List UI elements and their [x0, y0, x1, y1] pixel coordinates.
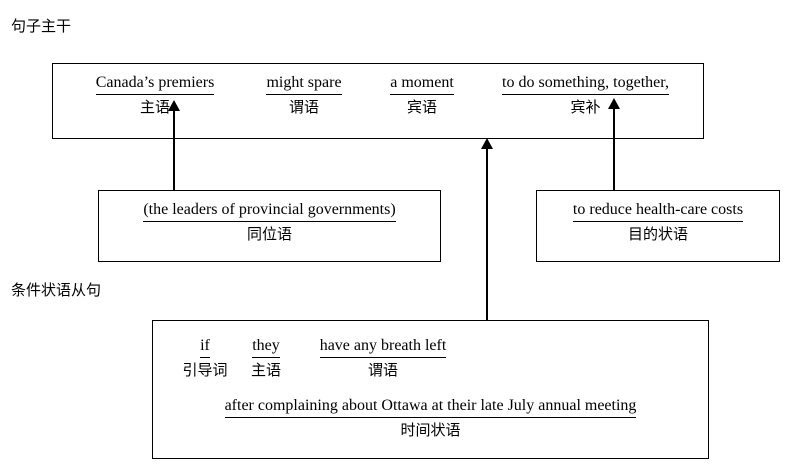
chunk-subject-chinese: 主语: [139, 98, 170, 116]
chunk-purpose-adverbial-english: to reduce health-care costs: [572, 200, 744, 222]
chunk-appositive-english: (the leaders of provincial governments): [143, 200, 396, 222]
chunk-appositive-chinese: 同位语: [246, 225, 292, 243]
chunk-clause-predicate: have any breath left 谓语: [300, 336, 466, 381]
chunk-time-adverbial-english: after complaining about Ottawa at their …: [224, 396, 637, 418]
chunk-clause-predicate-english: have any breath left: [319, 336, 447, 358]
chunk-clause-subject: they 主语: [236, 336, 296, 381]
chunk-predicate: might spare 谓语: [244, 73, 364, 118]
chunk-predicate-english: might spare: [266, 73, 342, 95]
chunk-purpose-adverbial-chinese: 目的状语: [627, 225, 688, 243]
chunk-predicate-chinese: 谓语: [288, 98, 319, 116]
chunk-clause-subject-chinese: 主语: [250, 361, 281, 379]
chunk-purpose-adverbial: to reduce health-care costs 目的状语: [540, 200, 776, 245]
arrow-shaft: [613, 106, 615, 190]
chunk-object-english: a moment: [390, 73, 454, 95]
caption-main-clause: 句子主干: [11, 17, 72, 35]
chunk-object-chinese: 宾语: [406, 98, 437, 116]
arrow-shaft: [486, 146, 488, 320]
chunk-time-adverbial-chinese: 时间状语: [400, 421, 461, 439]
chunk-appositive: (the leaders of provincial governments) …: [102, 200, 437, 245]
chunk-object-complement: to do something, together, 宾补: [478, 73, 693, 118]
chunk-object: a moment 宾语: [370, 73, 474, 118]
purpose-adverbial-box: [536, 190, 780, 262]
chunk-time-adverbial: after complaining about Ottawa at their …: [160, 396, 701, 441]
chunk-clause-subject-english: they: [252, 336, 280, 358]
chunk-subject-english: Canada’s premiers: [95, 73, 215, 95]
arrow-head-icon: [608, 98, 620, 109]
arrow-shaft: [173, 108, 175, 190]
arrow-head-icon: [168, 100, 180, 111]
main-clause-box: [52, 63, 704, 139]
caption-conditional-clause: 条件状语从句: [11, 281, 102, 299]
chunk-conjunction: if 引导词: [178, 336, 232, 381]
chunk-subject: Canada’s premiers 主语: [72, 73, 238, 118]
appositive-box: [98, 190, 441, 262]
chunk-conjunction-chinese: 引导词: [182, 361, 228, 379]
arrow-head-icon: [481, 138, 493, 149]
chunk-conjunction-english: if: [200, 336, 210, 358]
chunk-object-complement-english: to do something, together,: [502, 73, 669, 95]
conditional-clause-box: [152, 320, 709, 459]
chunk-object-complement-chinese: 宾补: [570, 98, 601, 116]
chunk-clause-predicate-chinese: 谓语: [367, 361, 398, 379]
